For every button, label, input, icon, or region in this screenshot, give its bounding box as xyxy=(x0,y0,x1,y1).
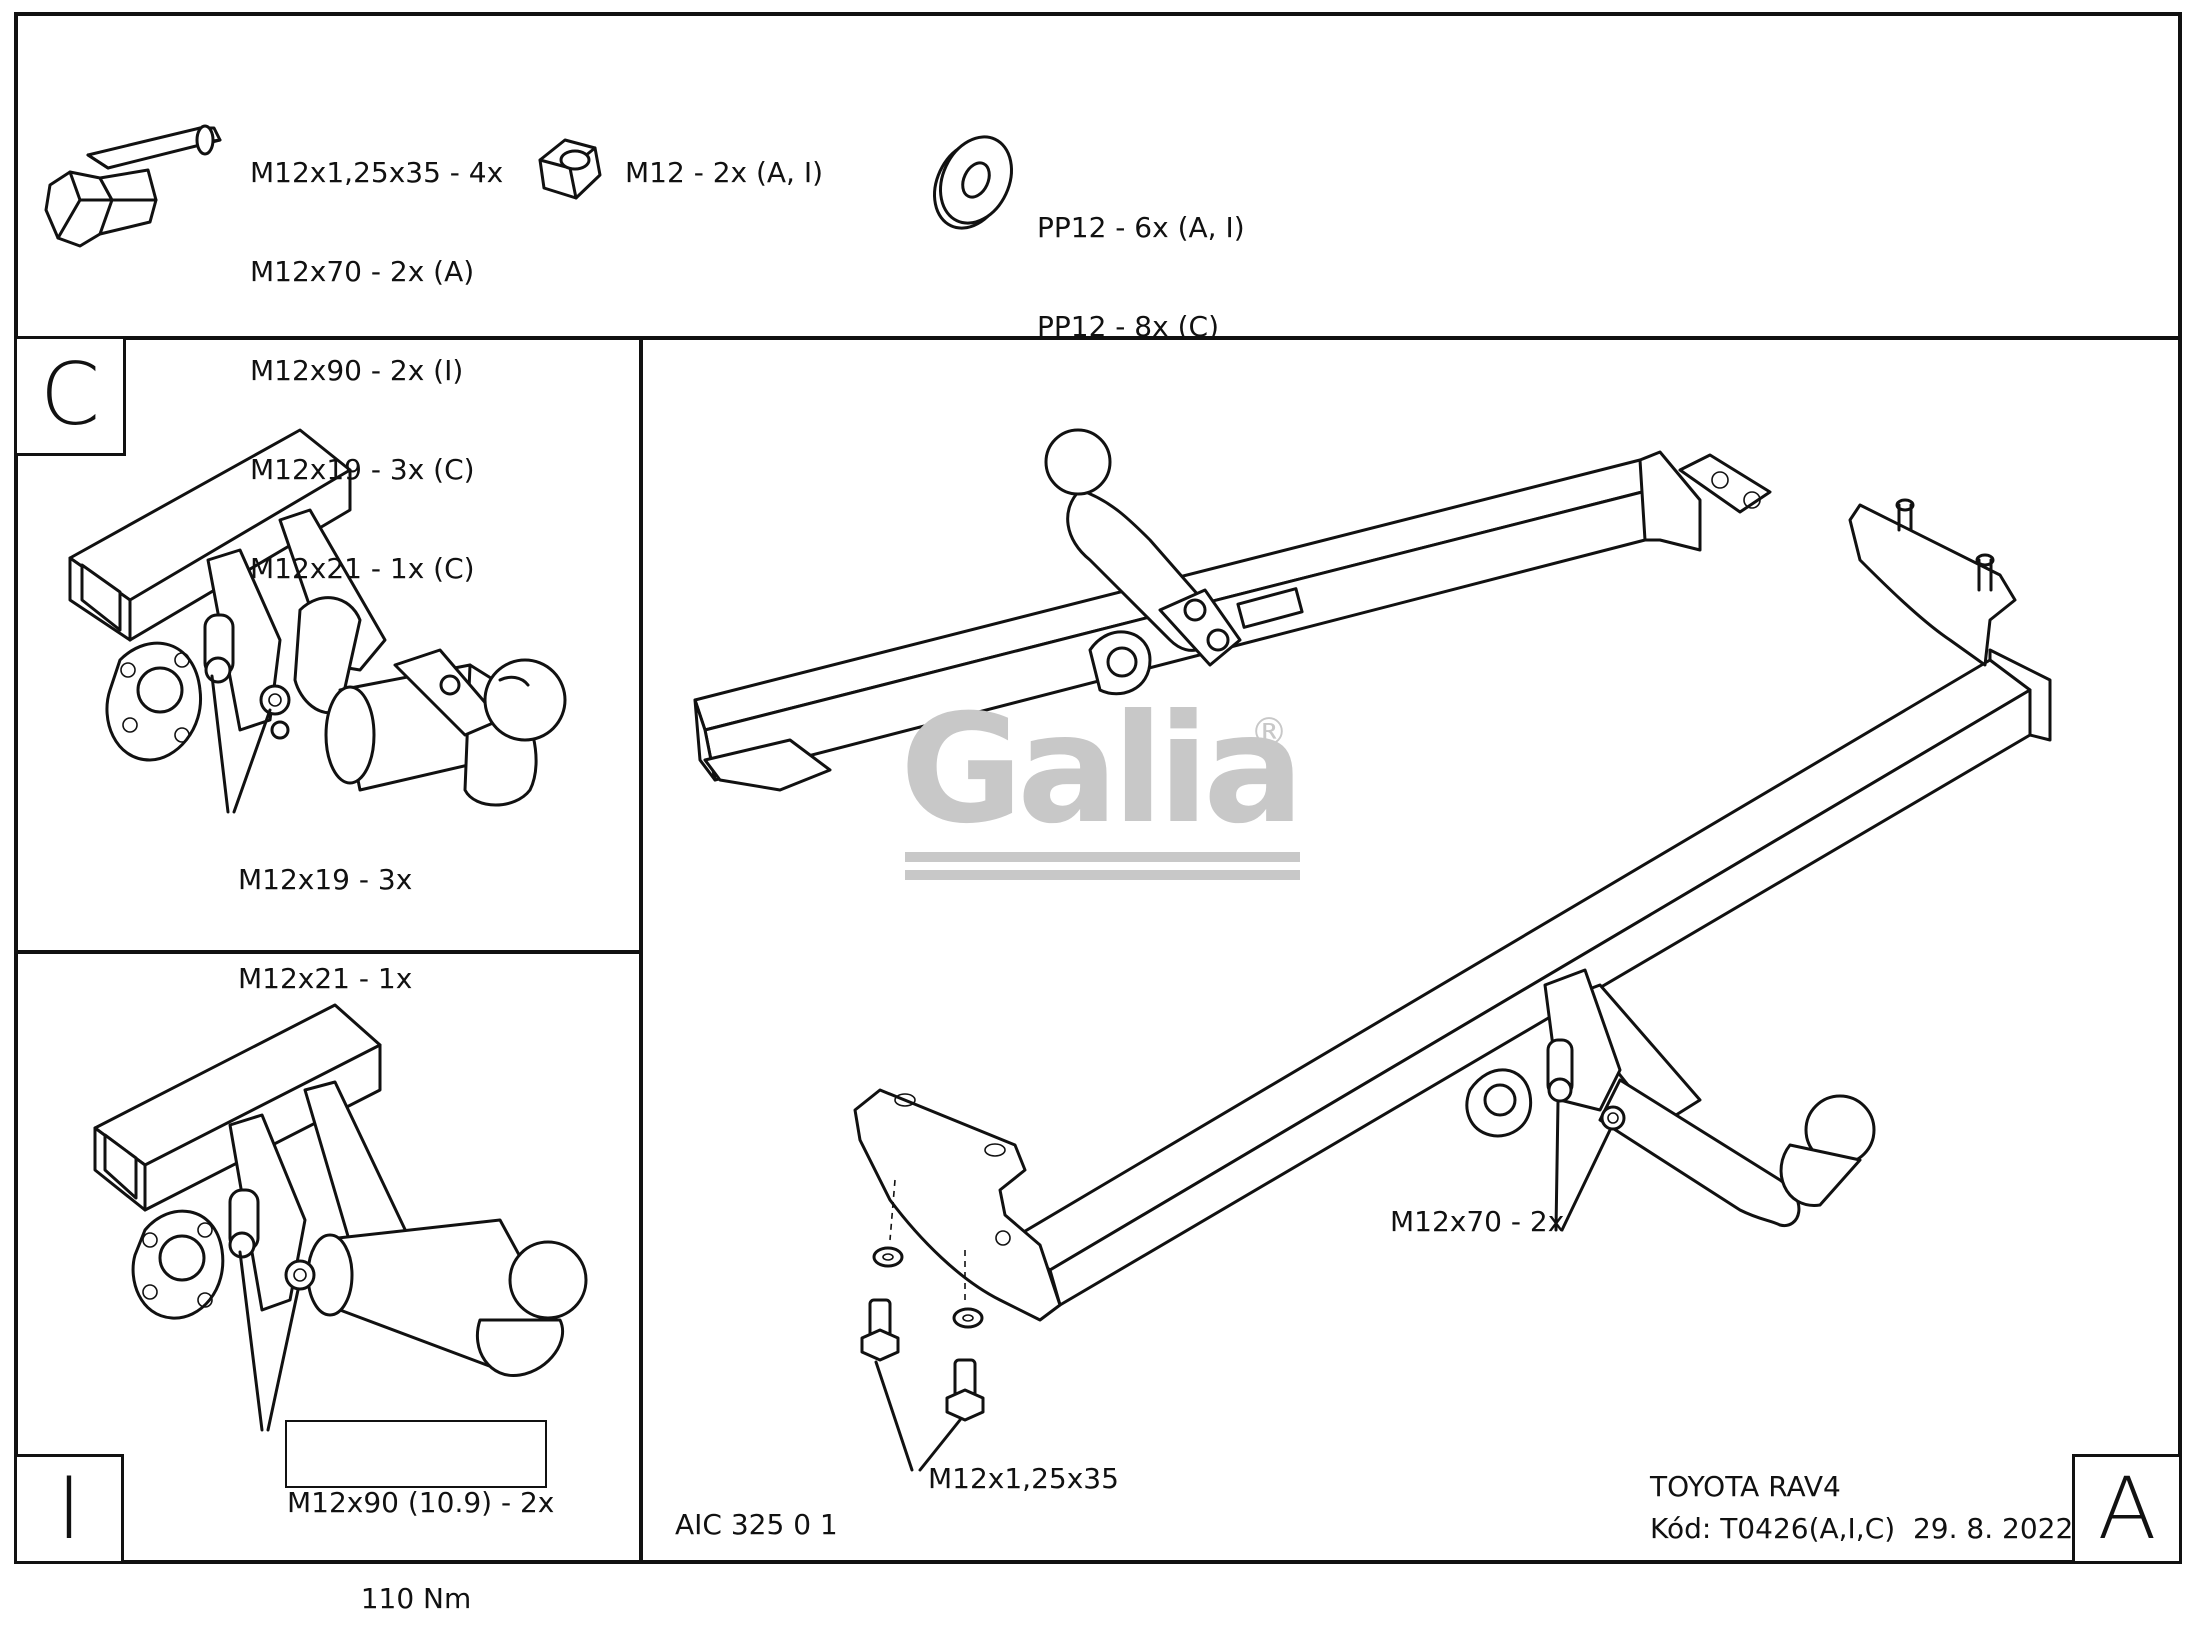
panel-a-bolt-label-bottom: M12x1,25x35 xyxy=(928,1462,1119,1495)
bolt-spec-list: M12x1,25x35 - 4x M12x70 - 2x (A) M12x90 … xyxy=(250,90,503,618)
panel-a-letter-box xyxy=(2072,1454,2182,1564)
panel-c-letter-box xyxy=(14,336,126,456)
washer-spec-list: PP12 - 6x (A, I) PP12 - 8x (C) xyxy=(1037,145,1245,376)
panel-a-bolt-label-side: M12x70 - 2x xyxy=(1390,1205,1565,1238)
galia-logo-text: Galia xyxy=(900,683,1304,857)
panel-i-letter-box xyxy=(14,1454,124,1564)
bolt-spec-4: M12x21 - 1x (C) xyxy=(250,552,475,585)
panel-c-letter: C xyxy=(39,345,101,445)
washer-spec-0: PP12 - 6x (A, I) xyxy=(1037,211,1245,244)
product-code: Kód: T0426(A,I,C) 29. 8. 2022 xyxy=(1650,1512,2074,1545)
nut-icon xyxy=(538,138,602,200)
washer-spec-1: PP12 - 8x (C) xyxy=(1037,310,1219,343)
panel-c-bolt-labels: M12x19 - 3x M12x21 - 1x xyxy=(238,797,412,1028)
panel-i-torque-label: M12x90 (10.9) - 2x 110 Nm xyxy=(285,1420,554,1615)
bolt-spec-3: M12x19 - 3x (C) xyxy=(250,453,475,486)
washer-icon xyxy=(933,135,1013,230)
panel-i-towbar-drawing xyxy=(93,1003,588,1432)
panel-a-letter: A xyxy=(2097,1459,2157,1559)
panel-i-letter: I xyxy=(56,1459,82,1559)
bolt-spec-0: M12x1,25x35 - 4x xyxy=(250,156,504,189)
bolt-icon xyxy=(44,124,222,248)
panel-c-towbar-drawing xyxy=(68,428,567,814)
panel-a-frame xyxy=(639,336,2182,1564)
panel-a-bottom-towbar-drawing xyxy=(853,498,2052,1472)
galia-logo-registered: ® xyxy=(1250,710,1288,754)
vehicle-name: TOYOTA RAV4 xyxy=(1650,1470,1841,1503)
panel-c-label-1: M12x21 - 1x xyxy=(238,962,413,995)
panel-c-label-0: M12x19 - 3x xyxy=(238,863,413,896)
galia-logo xyxy=(905,852,1300,880)
nut-spec: M12 - 2x (A, I) xyxy=(625,156,824,189)
panel-i-label-1: 110 Nm xyxy=(360,1582,472,1615)
panel-a-top-towbar-drawing xyxy=(693,428,1772,792)
drawing-number: AIC 325 0 1 xyxy=(675,1508,838,1541)
bolt-spec-1: M12x70 - 2x (A) xyxy=(250,255,475,288)
bolt-spec-2: M12x90 - 2x (I) xyxy=(250,354,464,387)
line-art xyxy=(44,124,2052,1472)
panel-i-label-0: M12x90 (10.9) - 2x xyxy=(287,1486,555,1519)
